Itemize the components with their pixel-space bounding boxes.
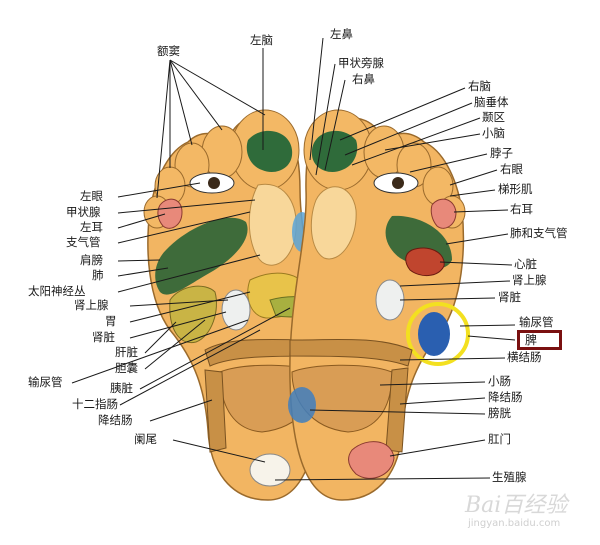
watermark-logo: Bai百经验 [465, 493, 568, 518]
label-right-kidney: 肾脏 [498, 290, 521, 304]
left-brain-region [246, 130, 293, 172]
label-left-nose: 左鼻 [330, 27, 353, 41]
heart-region [405, 247, 445, 276]
left-kidney-region [221, 289, 251, 331]
label-gonads: 生殖腺 [492, 470, 527, 484]
label-bladder: 膀胱 [488, 406, 511, 420]
label-left-descending-colon: 降结肠 [98, 413, 133, 427]
label-right-ear: 右耳 [510, 202, 533, 216]
label-lung: 肺 [92, 268, 104, 282]
label-frontal-sinus: 额窦 [157, 44, 180, 58]
left-eye-iris [208, 177, 220, 189]
label-right-eye: 右眼 [500, 162, 523, 176]
label-parathyroid: 甲状旁腺 [338, 56, 384, 70]
label-pancreas: 胰脏 [110, 381, 133, 395]
right-descending-colon [385, 367, 409, 453]
right-transverse-colon [289, 338, 413, 367]
label-right-descending-colon: 降结肠 [488, 390, 523, 404]
left-ear-region [157, 198, 183, 229]
label-left-eye: 左眼 [80, 189, 103, 203]
label-left-brain: 左脑 [250, 33, 273, 47]
left-lung-region [155, 217, 248, 295]
label-solar-plexus: 太阳神经丛 [28, 284, 86, 298]
label-anus: 肛门 [488, 432, 511, 446]
label-neck: 脖子 [490, 146, 513, 160]
label-left-adrenal: 肾上腺 [74, 298, 109, 312]
label-small-intestine: 小肠 [488, 374, 511, 388]
left-thyroid-region [248, 183, 297, 266]
label-heart: 心脏 [514, 257, 537, 271]
label-appendix: 阑尾 [134, 432, 157, 446]
label-transverse-colon: 横结肠 [507, 350, 542, 364]
label-liver: 肝脏 [115, 345, 138, 359]
label-lungs-bronchi: 肺和支气管 [510, 226, 568, 240]
right-brain-region [311, 130, 358, 172]
label-stomach: 胃 [105, 314, 117, 328]
label-temporal: 颞区 [482, 110, 505, 124]
label-pituitary: 脑垂体 [474, 95, 509, 109]
right-light-region [310, 186, 357, 260]
label-thyroid: 甲状腺 [66, 205, 101, 219]
label-duodenum: 十二指肠 [72, 397, 118, 411]
left-heel-region [249, 453, 291, 487]
right-bladder-region [288, 387, 316, 423]
left-ascending-colon [204, 369, 227, 453]
right-ear-region [430, 198, 457, 229]
label-right-adrenal: 肾上腺 [512, 273, 547, 287]
label-spleen: 脾 [525, 333, 538, 347]
label-left-ear: 左耳 [80, 220, 103, 234]
right-foot [288, 109, 470, 501]
watermark-url: jingyan.baidu.com [468, 518, 561, 529]
right-eye-iris [392, 177, 404, 189]
label-cerebellum: 小脑 [482, 126, 505, 140]
label-right-brain: 右脑 [468, 79, 491, 93]
label-spleen-box: 脾 [517, 330, 562, 350]
anus-region [348, 441, 395, 479]
spleen-highlight-circle [406, 302, 470, 366]
label-gallbladder: 胆囊 [115, 361, 138, 375]
label-bronchi: 支气管 [66, 235, 101, 249]
label-left-kidney: 肾脏 [92, 330, 115, 344]
label-right-ureter: 输尿管 [519, 315, 554, 329]
leader-lines [71, 37, 516, 481]
label-trapezius: 梯形肌 [498, 182, 533, 196]
liver-region [169, 285, 217, 344]
label-left-ureter: 输尿管 [28, 375, 63, 389]
label-right-nose: 右鼻 [352, 72, 375, 86]
right-kidney-region [375, 279, 405, 321]
spleen-region [418, 312, 450, 356]
label-shoulder: 肩膀 [80, 253, 103, 267]
